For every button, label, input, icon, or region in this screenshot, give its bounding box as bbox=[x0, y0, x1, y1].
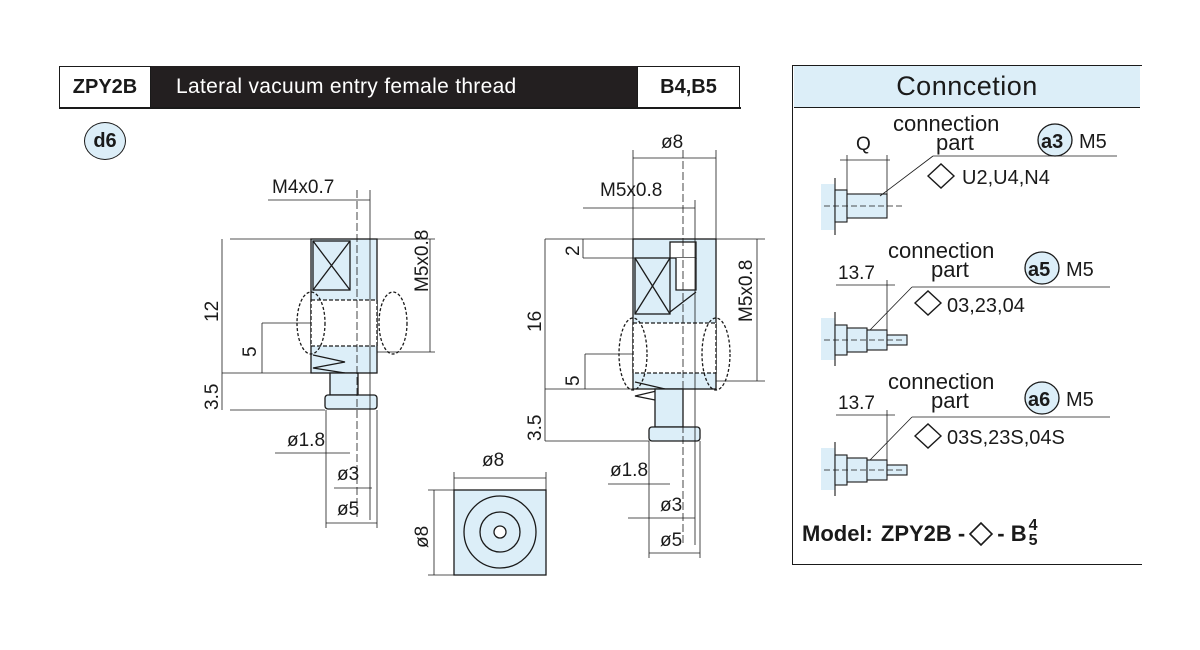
size-label: B4,B5 bbox=[637, 66, 740, 108]
connection-a5-thread: M5 bbox=[1066, 259, 1094, 281]
connection-a3-label1: connection bbox=[893, 111, 999, 136]
bottom-view-drawing bbox=[428, 472, 547, 576]
variant-badge: d6 bbox=[84, 122, 126, 160]
model-mid: - B bbox=[997, 521, 1027, 546]
mid-thread-top-label: M5x0.8 bbox=[600, 180, 662, 201]
bottom-width-label: ø8 bbox=[482, 450, 504, 471]
header-rule bbox=[59, 107, 741, 109]
connection-a5-drawing bbox=[821, 280, 1110, 366]
connection-a6-label1: connection bbox=[888, 369, 994, 394]
connection-a3-options: U2,U4,N4 bbox=[962, 167, 1050, 189]
connection-a6-code-badge bbox=[1024, 381, 1060, 415]
connection-panel bbox=[792, 65, 1142, 565]
connection-a5-options: 03,23,04 bbox=[947, 295, 1025, 317]
model-size-bottom: 5 bbox=[1028, 532, 1038, 549]
connection-a6-options: 03S,23S,04S bbox=[947, 427, 1065, 449]
mid-height-stem-label: 3.5 bbox=[525, 415, 546, 441]
model-size-stack: 4 5 bbox=[1028, 517, 1038, 549]
connection-a5-label2: part bbox=[931, 257, 969, 282]
middle-part-drawing bbox=[544, 150, 765, 558]
left-height-stem-label: 3.5 bbox=[202, 384, 223, 410]
model-size-top: 4 bbox=[1028, 517, 1038, 534]
product-title: Lateral vacuum entry female thread bbox=[151, 66, 637, 108]
model-label: Model: bbox=[802, 521, 873, 546]
left-dia-pad-label: ø5 bbox=[337, 499, 359, 520]
mid-height-total-label: 16 bbox=[525, 311, 546, 332]
mid-dia-stem-label: ø3 bbox=[660, 495, 682, 516]
connection-a6-code: a6 bbox=[1028, 389, 1050, 411]
connection-a3-label2: part bbox=[936, 130, 974, 155]
connection-a3-drawing bbox=[821, 155, 1117, 235]
mid-height-port-label: 5 bbox=[563, 375, 584, 386]
connection-a5-code: a5 bbox=[1028, 259, 1050, 281]
connection-a6-dim: 13.7 bbox=[838, 393, 875, 414]
connection-a3-thread: M5 bbox=[1079, 131, 1107, 153]
left-height-total-label: 12 bbox=[202, 301, 223, 322]
left-dia-stem-label: ø3 bbox=[337, 464, 359, 485]
left-thread-top-label: M4x0.7 bbox=[272, 177, 334, 198]
connection-a6-label2: part bbox=[931, 388, 969, 413]
left-height-port-label: 5 bbox=[240, 346, 261, 357]
diamond-icon bbox=[969, 521, 994, 547]
connection-a5-code-badge bbox=[1024, 251, 1060, 285]
mid-width-top-label: ø8 bbox=[661, 132, 683, 153]
mid-thread-side-label: M5x0.8 bbox=[736, 260, 757, 322]
connection-a5-label1: connection bbox=[888, 238, 994, 263]
connection-a6-thread: M5 bbox=[1066, 389, 1094, 411]
model-code-line: Model: ZPY2B - - B 4 5 bbox=[802, 517, 1038, 549]
left-part-drawing bbox=[221, 190, 435, 528]
connection-a3-code-badge bbox=[1037, 123, 1073, 157]
left-dia-hole-label: ø1.8 bbox=[287, 430, 325, 451]
model-prefix: ZPY2B - bbox=[880, 521, 966, 546]
model-code-label: ZPY2B bbox=[59, 66, 151, 108]
mid-dia-hole-label: ø1.8 bbox=[610, 460, 648, 481]
connection-a3-dim: Q bbox=[856, 134, 871, 155]
bottom-height-label: ø8 bbox=[412, 526, 433, 548]
connection-a6-drawing bbox=[821, 410, 1110, 496]
connection-panel-title: Conncetion bbox=[794, 66, 1140, 108]
mid-depth-top-label: 2 bbox=[563, 245, 584, 256]
left-thread-side-label: M5x0.8 bbox=[412, 230, 433, 292]
connection-a5-dim: 13.7 bbox=[838, 263, 875, 284]
connection-a3-code: a3 bbox=[1041, 131, 1063, 153]
mid-dia-pad-label: ø5 bbox=[660, 530, 682, 551]
